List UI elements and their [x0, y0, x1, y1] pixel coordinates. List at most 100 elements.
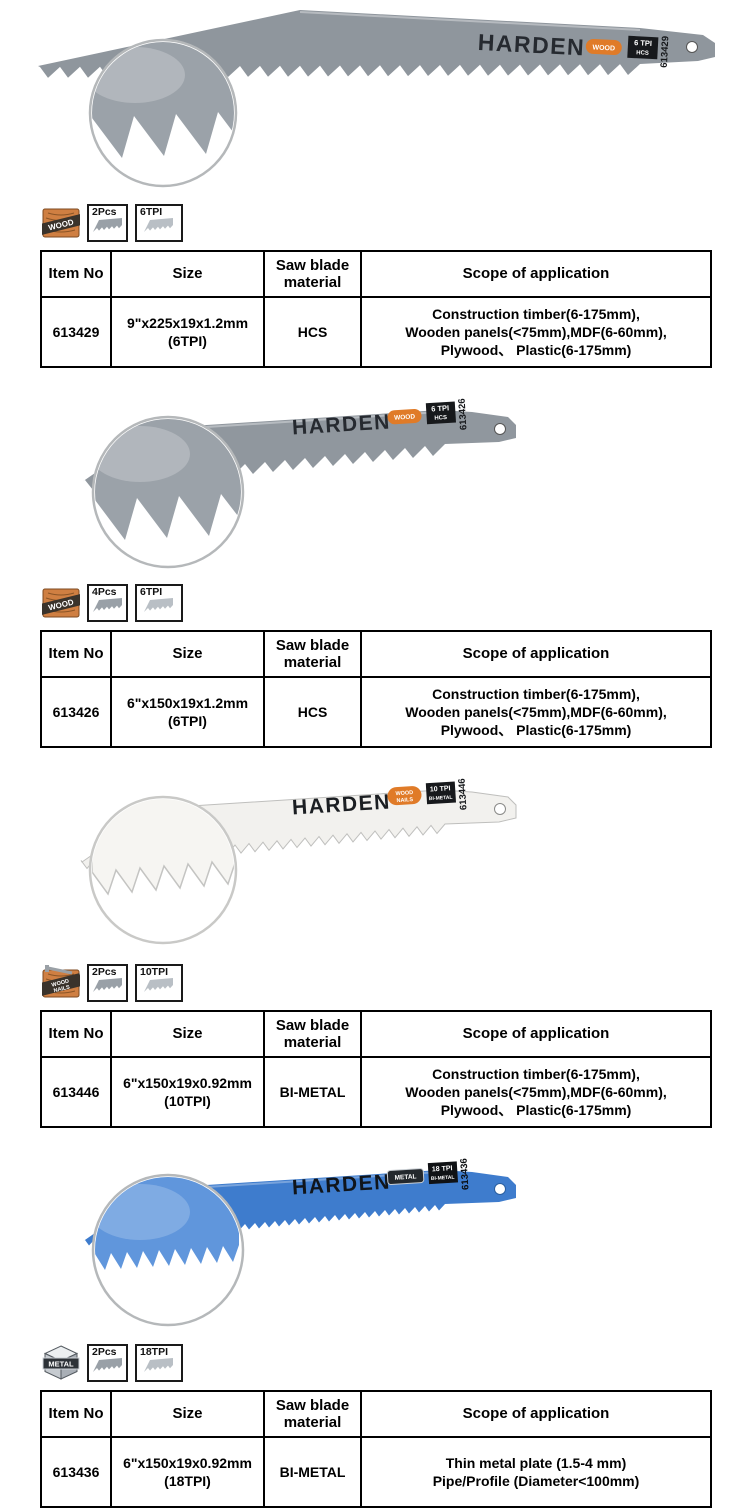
cell-material: BI-METAL	[263, 1436, 362, 1508]
col-item-no: Item No	[40, 630, 112, 678]
blade-figure: HARDEN WOOD 6 TPI HCS 613426	[0, 382, 750, 580]
brand-logo: HARDEN	[477, 29, 586, 61]
tpi-badge: 6TPI	[135, 584, 183, 622]
product-section-613426: HARDEN WOOD 6 TPI HCS 613426	[0, 382, 750, 748]
blade-item-number: 613436	[459, 1158, 472, 1190]
blade-print: HARDEN WOOD NAILS 10 TPI BI-METAL 613446	[291, 778, 470, 819]
col-size: Size	[110, 250, 265, 298]
zoom-teeth	[95, 419, 241, 540]
col-scope: Scope of application	[360, 630, 712, 678]
mini-blade-icon	[93, 218, 122, 232]
col-scope: Scope of application	[360, 250, 712, 298]
col-scope: Scope of application	[360, 1390, 712, 1438]
table-row: 613436 6"x150x19x0.92mm (18TPI) BI-METAL…	[40, 1436, 712, 1508]
zoom-circle-ring	[91, 1173, 245, 1327]
col-material: Saw blade material	[263, 1010, 362, 1058]
zoom-circle-ring	[88, 38, 238, 188]
blade-item-number: 613429	[659, 36, 672, 68]
tpi-label: 6TPI	[140, 206, 163, 218]
table-row: 613426 6"x150x19x1.2mm (6TPI) HCS Constr…	[40, 676, 712, 748]
pcs-label: 2Pcs	[92, 1346, 117, 1358]
wood-nails-icon: WOOD NAILS	[38, 964, 83, 1002]
zoom-inset	[91, 1173, 245, 1327]
tpi-box	[627, 35, 659, 60]
mini-blade-icon	[93, 978, 122, 992]
spec-table: Item No Size Saw blade material Scope of…	[40, 250, 712, 368]
product-section-613429: HARDEN WOOD 6 TPI HCS 613429	[0, 0, 750, 368]
zoom-teeth	[92, 799, 234, 896]
blade-item-number: 613446	[457, 778, 470, 810]
col-scope: Scope of application	[360, 1010, 712, 1058]
tpi-box	[427, 1161, 459, 1185]
wood-tag-label: WOOD	[592, 44, 615, 52]
tpi-box-label: 10 TPI	[430, 785, 451, 793]
metal-icon: METAL	[42, 1344, 80, 1382]
blade-highlight	[299, 11, 641, 31]
tpi-box-material: BI-METAL	[431, 1175, 455, 1182]
tpi-box	[425, 401, 457, 425]
wood-nails-tag	[387, 786, 422, 806]
mini-blade-icon	[144, 598, 173, 612]
col-item-no: Item No	[40, 250, 112, 298]
blade-figure: HARDEN WOOD 6 TPI HCS 613429	[0, 0, 750, 200]
saw-blade-image: HARDEN METAL 18 TPI BI-METAL 613436	[82, 1158, 516, 1327]
mini-blade-icon	[144, 1358, 173, 1372]
cell-scope: Thin metal plate (1.5-4 mm) Pipe/Profile…	[360, 1436, 712, 1508]
wood-nails-icon-line2: NAILS	[53, 984, 71, 994]
product-section-613446: HARDEN WOOD NAILS 10 TPI BI-METAL 613446	[0, 762, 750, 1128]
pcs-label: 2Pcs	[92, 966, 117, 978]
blade-figure: HARDEN METAL 18 TPI BI-METAL 613436	[0, 1142, 750, 1340]
col-size: Size	[110, 630, 265, 678]
col-size: Size	[110, 1010, 265, 1058]
pcs-badge: 2Pcs	[87, 964, 128, 1002]
cell-item-no: 613446	[40, 1056, 112, 1128]
cell-size: 6"x150x19x0.92mm (18TPI)	[110, 1436, 265, 1508]
mini-blade-icon	[93, 1358, 122, 1372]
cell-size: 6"x150x19x0.92mm (10TPI)	[110, 1056, 265, 1128]
blade-figure: HARDEN WOOD NAILS 10 TPI BI-METAL 613446	[0, 762, 750, 960]
metal-tag-label: METAL	[394, 1173, 416, 1181]
col-item-no: Item No	[40, 1390, 112, 1438]
feature-badges: WOOD 4Pcs 6TPI	[39, 584, 750, 624]
table-row: 613446 6"x150x19x0.92mm (10TPI) BI-METAL…	[40, 1056, 712, 1128]
wood-nails-tag-line1: WOOD	[395, 790, 413, 797]
tpi-badge: 6TPI	[135, 204, 183, 242]
mount-hole	[494, 803, 506, 815]
pcs-badge: 2Pcs	[87, 1344, 128, 1382]
wood-icon: WOOD	[39, 584, 83, 622]
mount-hole	[686, 41, 698, 53]
pcs-label: 2Pcs	[92, 206, 117, 218]
col-material: Saw blade material	[263, 250, 362, 298]
wood-tag	[387, 408, 422, 425]
blade-print: HARDEN METAL 18 TPI BI-METAL 613436	[291, 1158, 472, 1200]
saw-blade-image: HARDEN WOOD NAILS 10 TPI BI-METAL 613446	[80, 778, 517, 945]
wood-tag-label: WOOD	[394, 413, 416, 421]
nail-icon	[47, 966, 73, 975]
spec-table: Item No Size Saw blade material Scope of…	[40, 630, 712, 748]
feature-badges: WOOD NAILS 2Pcs 10TPI	[38, 964, 750, 1004]
tpi-badge: 10TPI	[135, 964, 183, 1002]
wood-nails-icon-line1: WOOD	[51, 979, 70, 989]
tpi-label: 10TPI	[140, 966, 169, 978]
zoom-inset	[88, 795, 238, 945]
spec-table: Item No Size Saw blade material Scope of…	[40, 1390, 712, 1508]
pcs-badge: 2Pcs	[87, 204, 128, 242]
col-material: Saw blade material	[263, 1390, 362, 1438]
wood-icon: WOOD	[39, 204, 83, 242]
zoom-teeth	[95, 1177, 239, 1270]
pcs-badge: 4Pcs	[87, 584, 128, 622]
tpi-box-label: 6 TPI	[634, 38, 652, 48]
saw-blade-image: HARDEN WOOD 6 TPI HCS 613429	[38, 10, 715, 188]
cell-scope: Construction timber(6-175mm), Wooden pan…	[360, 296, 712, 368]
metal-tag	[386, 1168, 425, 1185]
tpi-box-material: HCS	[636, 50, 649, 57]
feature-badges: METAL 2Pcs 18TPI	[42, 1344, 750, 1384]
cell-scope: Construction timber(6-175mm), Wooden pan…	[360, 676, 712, 748]
cell-item-no: 613436	[40, 1436, 112, 1508]
metal-icon-label: METAL	[48, 1360, 74, 1369]
tpi-box-label: 6 TPI	[431, 403, 449, 413]
zoom-inset	[88, 38, 238, 188]
tpi-box-material: HCS	[434, 415, 447, 422]
tpi-box	[425, 781, 457, 805]
cell-item-no: 613426	[40, 676, 112, 748]
